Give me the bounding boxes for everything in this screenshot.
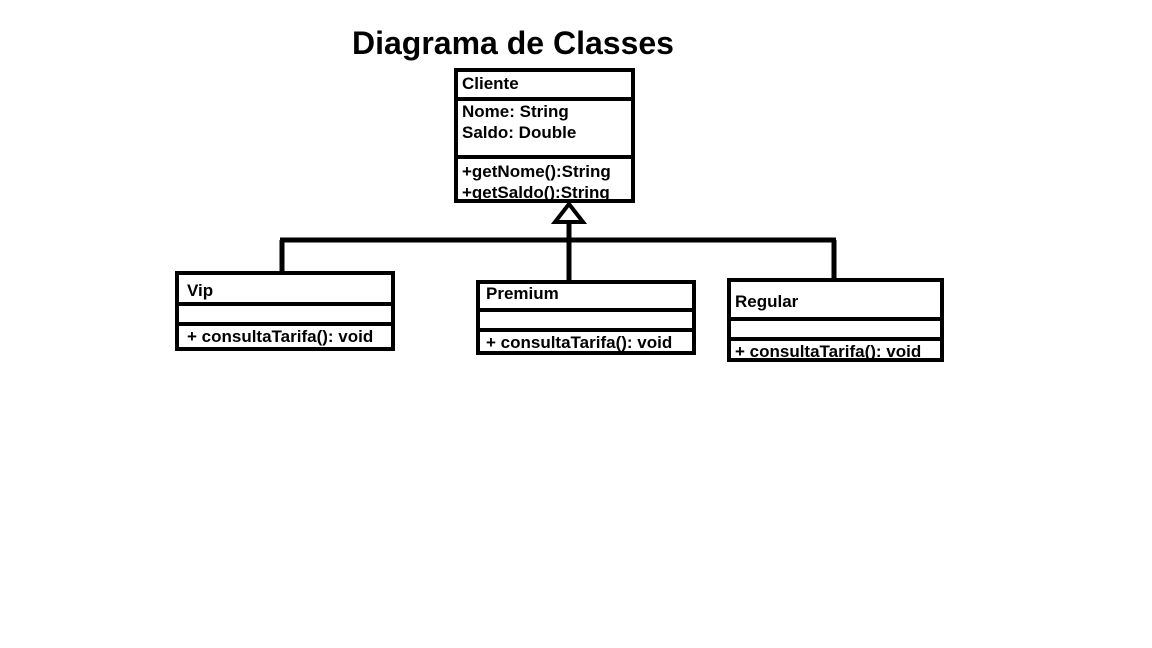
class-vip-methods: + consultaTarifa(): void	[179, 322, 391, 347]
class-vip-attributes	[179, 302, 391, 322]
class-vip-name: Vip	[179, 275, 391, 302]
class-premium-name: Premium	[480, 284, 692, 308]
class-vip: Vip + consultaTarifa(): void	[175, 271, 395, 351]
attribute: Saldo: Double	[462, 123, 577, 142]
class-cliente-name: Cliente	[458, 72, 631, 97]
class-premium-methods: + consultaTarifa(): void	[480, 328, 692, 351]
method: + consultaTarifa(): void	[735, 342, 922, 358]
method: + consultaTarifa(): void	[187, 327, 374, 346]
class-cliente: Cliente Nome: String Saldo: Double +getN…	[454, 68, 635, 203]
attribute: Nome: String	[462, 102, 569, 121]
class-cliente-methods: +getNome():String +getSaldo():String	[458, 155, 631, 199]
class-premium-attributes	[480, 308, 692, 328]
class-name: Vip	[187, 281, 214, 300]
class-cliente-attributes: Nome: String Saldo: Double	[458, 97, 631, 155]
method: +getNome():String	[462, 162, 611, 181]
class-name: Regular	[735, 292, 799, 311]
class-premium: Premium + consultaTarifa(): void	[476, 280, 696, 355]
method: + consultaTarifa(): void	[486, 333, 673, 351]
class-regular-name: Regular	[731, 282, 940, 317]
class-regular-attributes	[731, 317, 940, 337]
class-regular-methods: + consultaTarifa(): void	[731, 337, 940, 358]
method: +getSaldo():String	[462, 183, 610, 199]
class-name: Premium	[486, 284, 559, 303]
class-name: Cliente	[462, 74, 519, 93]
diagram-title: Diagrama de Classes	[352, 25, 674, 61]
class-regular: Regular + consultaTarifa(): void	[727, 278, 944, 362]
generalization-arrowhead	[550, 200, 588, 224]
